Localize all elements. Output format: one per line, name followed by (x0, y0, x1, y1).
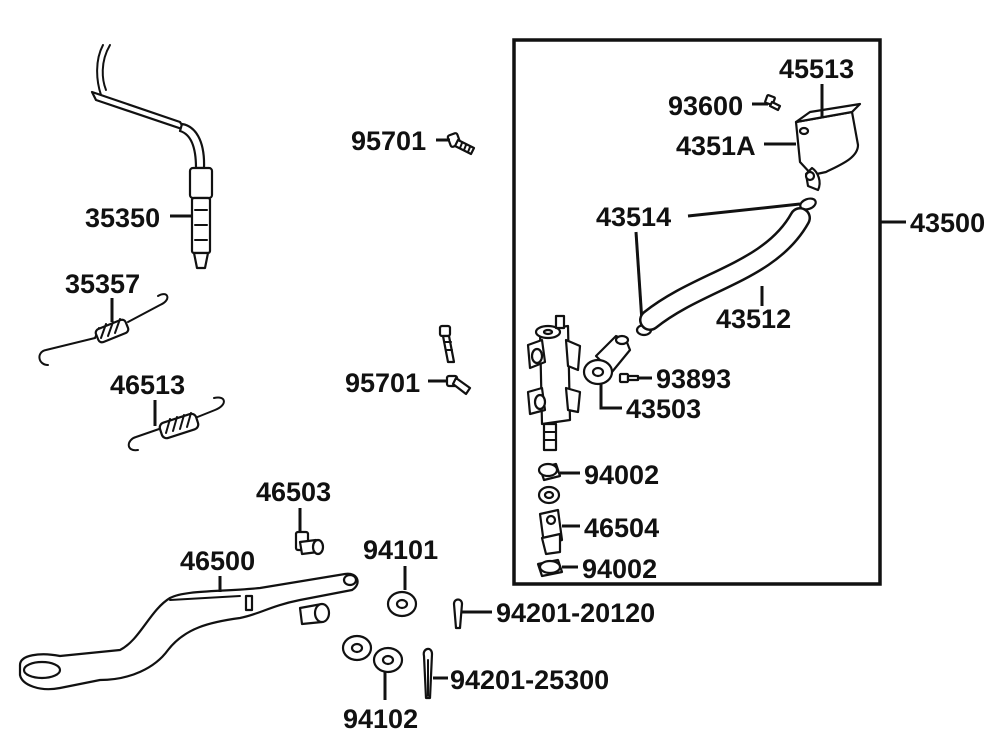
callout-95701-upper: 95701 (351, 126, 426, 156)
cotter-pin-94201-20120 (452, 598, 464, 630)
callout-46504: 46504 (584, 513, 659, 543)
callout-94201-25300: 94201-25300 (450, 665, 609, 695)
callout-95701-lower: 95701 (345, 368, 420, 398)
callout-45513: 45513 (779, 54, 854, 84)
callout-43514: 43514 (596, 202, 671, 232)
callout-43500: 43500 (910, 208, 985, 238)
brake-switch-cable (90, 44, 214, 270)
washer-94101 (386, 590, 418, 618)
callout-94101: 94101 (363, 535, 438, 565)
pin-46503 (294, 530, 325, 556)
assembly-box (512, 38, 882, 586)
callout-93893: 93893 (656, 364, 731, 394)
callout-46500: 46500 (180, 546, 255, 576)
callout-94201-20120: 94201-20120 (496, 598, 655, 628)
master-cylinder (526, 314, 582, 452)
cotter-pin-94201-25300 (422, 647, 434, 700)
nut-94002-b (536, 558, 564, 578)
callout-4351A: 4351A (676, 131, 756, 161)
brake-pedal (18, 572, 359, 691)
leader-43503 (599, 384, 622, 410)
spring-46513 (127, 396, 225, 452)
callout-93600: 93600 (668, 91, 743, 121)
reservoir (794, 102, 862, 192)
clevis-46504 (538, 508, 564, 556)
callout-35357: 35357 (65, 269, 140, 299)
callout-94102: 94102 (343, 704, 418, 734)
leader-43514-b (634, 231, 644, 323)
callout-46513: 46513 (110, 370, 185, 400)
leader-43514-a (687, 202, 801, 218)
callout-43512: 43512 (716, 304, 791, 334)
callout-94002-b: 94002 (582, 554, 657, 584)
hose-43512 (639, 207, 811, 331)
callout-43503: 43503 (626, 394, 701, 424)
bolts-95701-lower (438, 324, 472, 396)
callout-35350: 35350 (85, 203, 160, 233)
joint-43503 (582, 334, 632, 386)
washers-94102 (341, 634, 404, 674)
nut-94002-a (537, 462, 562, 505)
callout-94002-a: 94002 (584, 460, 659, 490)
callout-46503: 46503 (256, 477, 331, 507)
screw-93600 (764, 94, 782, 112)
bolt-95701-upper (446, 132, 476, 156)
screw-93893 (618, 372, 640, 384)
spring-35357 (38, 293, 169, 366)
